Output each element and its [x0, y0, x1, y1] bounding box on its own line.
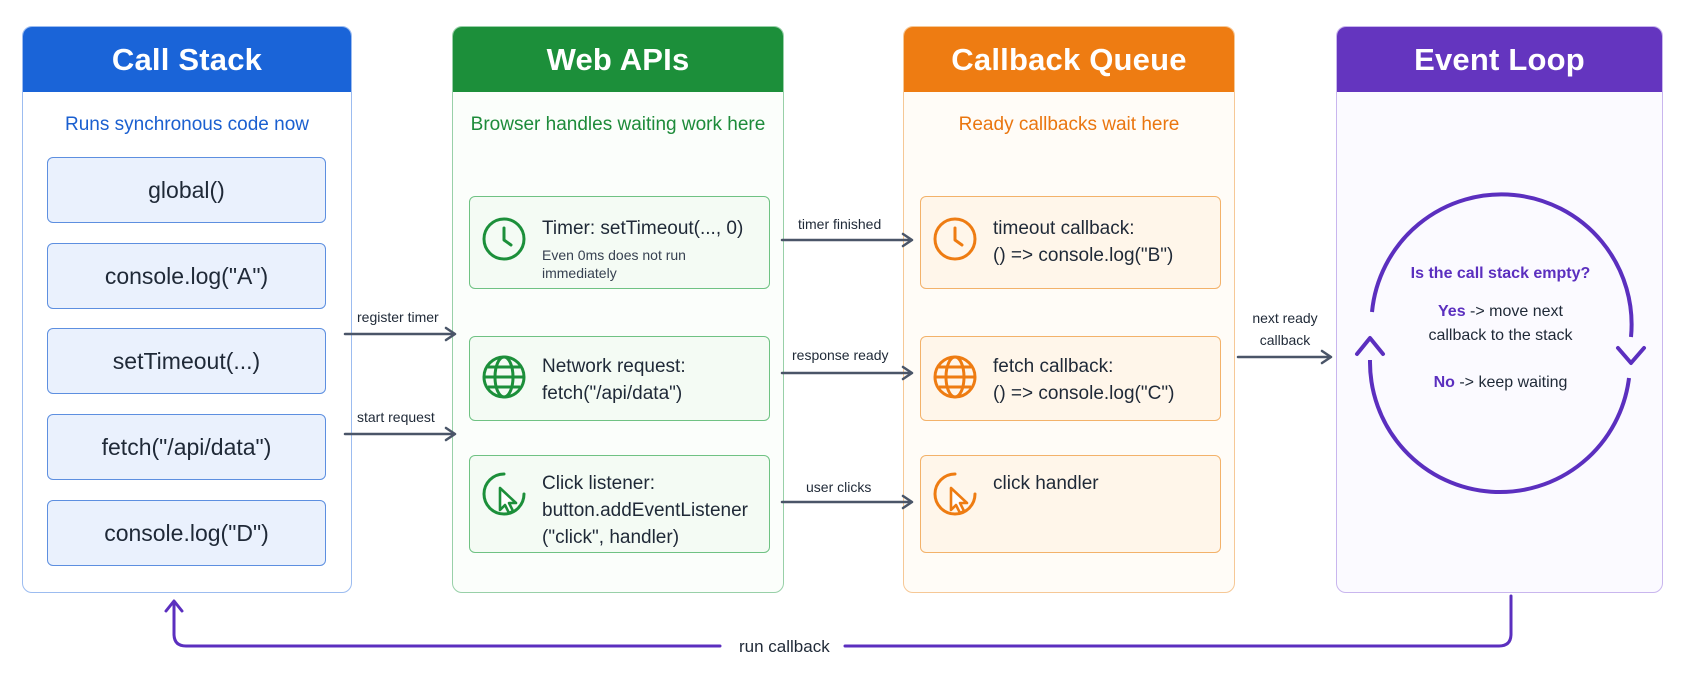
fetch-callback-code: () => console.log("C")	[993, 383, 1175, 404]
event-loop-title: Event Loop	[1337, 27, 1662, 92]
globe-icon	[482, 355, 526, 399]
event-loop-question: Is the call stack empty?	[1410, 265, 1591, 282]
stack-frame-global: global()	[47, 157, 326, 223]
click-listener-code: button.addEventListener	[542, 500, 748, 521]
call-stack-panel: Call Stack Runs synchronous code now glo…	[22, 26, 352, 593]
yes-keyword: Yes	[1438, 303, 1466, 320]
callback-queue-subtitle: Ready callbacks wait here	[958, 114, 1180, 135]
fetch-callback-card: fetch callback: () => console.log("C")	[920, 336, 1221, 421]
call-stack-title: Call Stack	[23, 27, 351, 92]
fetch-callback-title: fetch callback:	[993, 356, 1114, 377]
callback-queue-title: Callback Queue	[904, 27, 1234, 92]
run-callback-path-left	[172, 601, 722, 648]
web-apis-subtitle: Browser handles waiting work here	[470, 114, 766, 135]
timer-card: Timer: setTimeout(..., 0) Even 0ms does …	[469, 196, 770, 289]
loop-cycle-arrows	[1355, 192, 1646, 495]
network-request-code: fetch("/api/data")	[542, 383, 683, 404]
globe-icon	[933, 355, 977, 399]
timer-card-note: Even 0ms does not run immediately	[542, 247, 686, 281]
run-callback-arrowhead	[164, 599, 184, 613]
clock-icon	[933, 217, 977, 261]
event-loop-no-line: No -> keep waiting	[1337, 370, 1662, 396]
register-timer-label: register timer	[357, 309, 439, 325]
yes-text: -> move next	[1465, 303, 1563, 320]
cursor-click-icon	[482, 472, 526, 516]
timeout-callback-card: timeout callback: () => console.log("B")	[920, 196, 1221, 289]
web-apis-panel: Web APIs Browser handles waiting work he…	[452, 26, 784, 593]
response-ready-arrowhead	[901, 365, 914, 381]
event-loop-yes-line-2: callback to the stack	[1428, 327, 1573, 344]
web-apis-title: Web APIs	[453, 27, 783, 92]
network-request-title: Network request:	[542, 356, 686, 377]
start-request-label: start request	[357, 409, 435, 425]
response-ready-label: response ready	[792, 347, 889, 363]
cursor-click-icon	[933, 472, 977, 516]
stack-frame-fetch: fetch("/api/data")	[47, 414, 326, 480]
click-listener-title: Click listener:	[542, 473, 655, 494]
user-clicks-arrowhead	[901, 494, 914, 510]
next-ready-label-line1: next ready	[1252, 310, 1318, 326]
timer-finished-label: timer finished	[798, 216, 882, 232]
click-handler-card: click handler	[920, 455, 1221, 553]
no-text: -> keep waiting	[1454, 374, 1568, 391]
start-request-arrowhead	[444, 426, 457, 442]
stack-frame-console-log-d: console.log("D")	[47, 500, 326, 566]
run-callback-path-right	[843, 594, 1513, 648]
clock-icon	[482, 217, 526, 261]
network-request-card: Network request: fetch("/api/data")	[469, 336, 770, 421]
user-clicks-label: user clicks	[806, 479, 872, 495]
timer-card-title: Timer: setTimeout(..., 0)	[542, 218, 744, 239]
click-listener-card: Click listener: button.addEventListener …	[469, 455, 770, 553]
register-timer-arrowhead	[444, 326, 457, 342]
stack-frame-console-log-a: console.log("A")	[47, 243, 326, 309]
callback-queue-panel: Callback Queue Ready callbacks wait here…	[903, 26, 1235, 593]
run-callback-label: run callback	[733, 637, 836, 657]
event-loop-panel: Event Loop Is the call stack empty? Yes …	[1336, 26, 1663, 593]
next-ready-callback-label: next ready callback	[1245, 307, 1325, 351]
timeout-callback-code: () => console.log("B")	[993, 245, 1174, 266]
timer-finished-arrowhead	[901, 232, 914, 248]
stack-frame-settimeout: setTimeout(...)	[47, 328, 326, 394]
next-ready-label-line2: callback	[1259, 332, 1311, 348]
next-ready-callback-arrowhead	[1320, 349, 1333, 365]
no-keyword: No	[1433, 374, 1455, 391]
event-loop-yes-line: Yes -> move next	[1337, 299, 1662, 325]
click-listener-args: ("click", handler)	[542, 527, 680, 548]
call-stack-subtitle: Runs synchronous code now	[65, 114, 309, 135]
click-handler-title: click handler	[993, 473, 1099, 494]
timeout-callback-title: timeout callback:	[993, 218, 1135, 239]
